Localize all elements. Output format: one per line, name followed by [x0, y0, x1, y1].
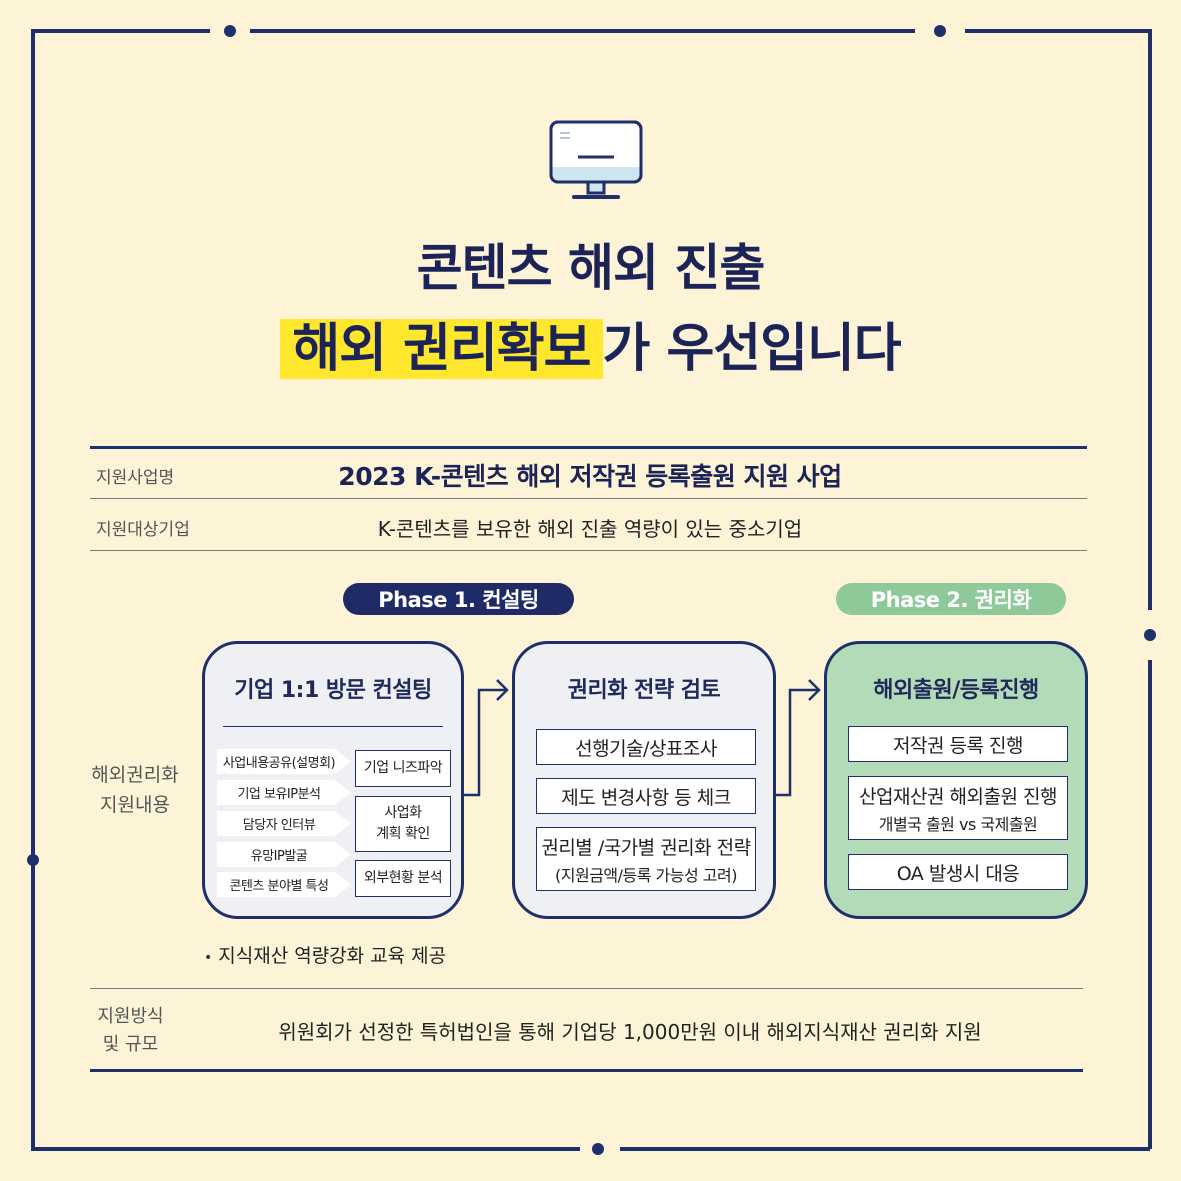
method-label-line2: 및 규모 [102, 1034, 159, 1055]
result-box: 기업 니즈파악 [355, 750, 451, 787]
tag-item: 사업내용공유(설명회) [217, 749, 351, 774]
phase2-pill: Phase 2. 권리화 [836, 583, 1066, 615]
strategy-item: 제도 변경사항 등 체크 [536, 778, 756, 814]
education-note-text: 지식재산 역량강화 교육 제공 [218, 945, 447, 967]
divider-top [90, 446, 1087, 449]
phase1-pill: Phase 1. 컨설팅 [343, 583, 574, 615]
divider-3 [90, 988, 1083, 989]
tag-item: 유망IP발굴 [217, 842, 351, 867]
education-note: • 지식재산 역량강화 교육 제공 [204, 941, 446, 968]
result-line: 사업화 [384, 805, 422, 821]
content-label: 해외권리화 지원내용 [70, 760, 200, 820]
strategy-box-title: 권리화 전략 검토 [567, 678, 721, 703]
tag-item: 콘텐츠 분야별 특성 [217, 872, 351, 897]
title-line-1: 콘텐츠 해외 진출 [416, 239, 766, 297]
target-value: K-콘텐츠를 보유한 해외 진출 역량이 있는 중소기업 [377, 517, 803, 541]
content-label-line1: 해외권리화 [91, 764, 179, 786]
method-label: 지원방식 및 규모 [78, 1003, 183, 1059]
monitor-icon [549, 120, 643, 199]
divider-1 [90, 498, 1087, 499]
method-value: 위원회가 선정한 특허법인을 통해 기업당 1,000만원 이내 해외지식재산 … [278, 1020, 982, 1044]
consulting-box-divider [223, 726, 443, 727]
result-line: 계획 확인 [376, 826, 430, 842]
filing-item: 산업재산권 해외출원 진행 개별국 출원 vs 국제출원 [848, 776, 1068, 840]
result-box: 사업화 계획 확인 [355, 796, 451, 852]
strategy-item-main: 권리별 /국가별 권리화 전략 [541, 836, 751, 859]
consulting-box-title: 기업 1:1 방문 컨설팅 [234, 678, 432, 703]
filing-item: OA 발생시 대응 [848, 854, 1068, 890]
program-label: 지원사업명 [96, 468, 175, 488]
strategy-item-sub: (지원금액/등록 가능성 고려) [555, 865, 737, 885]
strategy-box: 권리화 전략 검토 선행기술/상표조사 제도 변경사항 등 체크 권리별 /국가… [512, 641, 776, 919]
filing-item-main: 산업재산권 해외출원 진행 [859, 785, 1057, 808]
consulting-box: 기업 1:1 방문 컨설팅 사업내용공유(설명회) 기업 보유IP분석 담당자 … [202, 641, 464, 919]
divider-bottom [90, 1069, 1083, 1072]
strategy-item: 권리별 /국가별 권리화 전략 (지원금액/등록 가능성 고려) [536, 827, 756, 891]
filing-box: 해외출원/등록진행 저작권 등록 진행 산업재산권 해외출원 진행 개별국 출원… [824, 641, 1088, 919]
tag-item: 담당자 인터뷰 [217, 811, 351, 836]
content-label-line2: 지원내용 [100, 794, 170, 816]
strategy-item: 선행기술/상표조사 [536, 729, 756, 765]
divider-2 [90, 550, 1087, 551]
filing-item: 저작권 등록 진행 [848, 726, 1068, 762]
tag-item: 기업 보유IP분석 [217, 780, 351, 805]
bullet-icon: • [204, 950, 213, 966]
target-label: 지원대상기업 [96, 520, 190, 540]
filing-box-title: 해외출원/등록진행 [873, 678, 1039, 703]
title-highlight: 해외 권리확보 [280, 319, 603, 379]
title-rest: 가 우선입니다 [602, 319, 902, 379]
program-value: 2023 K-콘텐츠 해외 저작권 등록출원 지원 사업 [338, 462, 842, 491]
filing-item-sub: 개별국 출원 vs 국제출원 [878, 814, 1038, 834]
result-box: 외부현황 분석 [355, 860, 451, 897]
method-label-line1: 지원방식 [97, 1006, 164, 1027]
